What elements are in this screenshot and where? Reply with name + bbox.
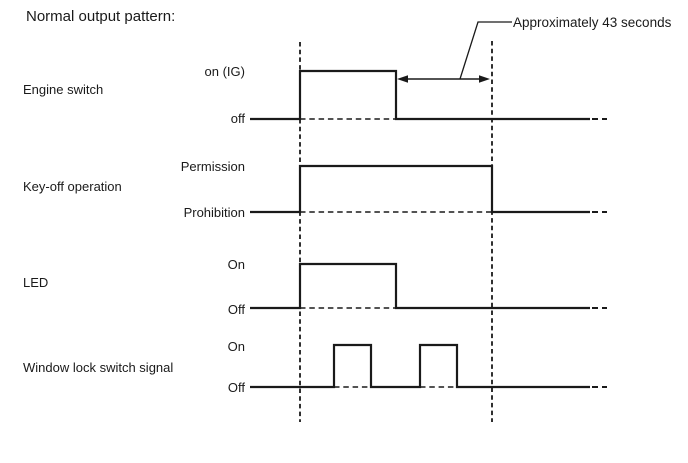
level-label-window-high: On: [227, 339, 245, 354]
row-label-led: LED: [23, 275, 49, 290]
annotation-label: Approximately 43 seconds: [513, 15, 672, 30]
level-label-keyoff-high: Permission: [180, 159, 245, 174]
diagram-title: Normal output pattern:: [26, 8, 176, 25]
signal-trace: [250, 262, 590, 310]
level-label-led-low: Off: [227, 302, 245, 317]
row-label-engine-switch: Engine switch: [23, 82, 104, 97]
row-label-window-lock-signal: Window lock switch signal: [23, 360, 174, 375]
signal-trace: [250, 69, 590, 121]
row-label-key-off-operation: Key-off operation: [23, 179, 122, 194]
level-label-engine-low: off: [230, 111, 245, 126]
signal-trace: [250, 343, 590, 389]
annotation-leader-line: [459, 21, 512, 80]
level-label-led-high: On: [227, 257, 245, 272]
duration-arrow-right-head: [479, 75, 490, 83]
signal-trace: [250, 164, 590, 214]
duration-arrow-left-head: [397, 75, 408, 83]
level-label-keyoff-low: Prohibition: [183, 205, 245, 220]
level-label-window-low: Off: [227, 380, 245, 395]
level-label-engine-high: on (IG): [204, 64, 245, 79]
